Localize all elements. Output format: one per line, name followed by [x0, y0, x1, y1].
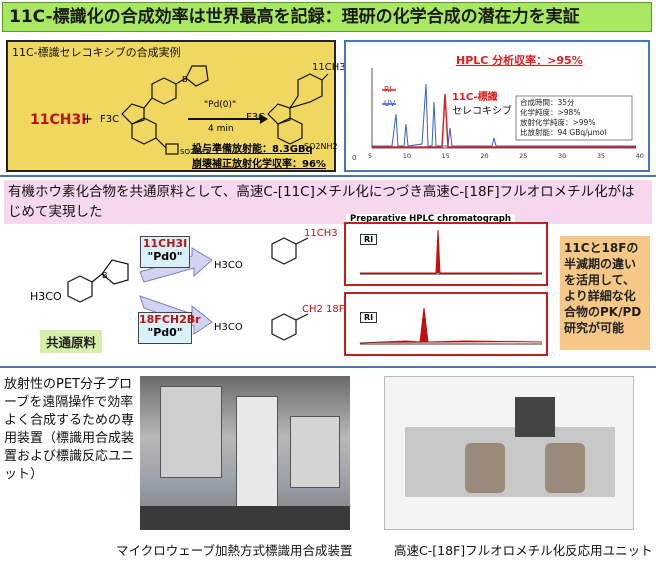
- reagent-methyl-iodide: 11CH3I: [142, 237, 188, 250]
- x-tick: 25: [519, 152, 528, 160]
- x-tick: 30: [558, 152, 567, 160]
- section2-header-text: 有機ホウ素化合物を共通原料として、高速C-[11C]メチル化につづき高速C-[1…: [8, 184, 635, 220]
- sulfonamide-right: SO2NH2: [304, 142, 338, 151]
- common-material-h3co: H3CO: [30, 290, 62, 303]
- divider-2: [0, 366, 656, 368]
- caption-fluoromethylation-unit: 高速C-[18F]フルオロメチル化反応用ユニット: [394, 543, 653, 558]
- chromatograph-title: Preparative HPLC chromatograph: [346, 214, 515, 224]
- synthesis-info: 合成時間：35分 化学純度：>98% 放射化学純度：>99% 比放射能：94 G…: [520, 98, 606, 138]
- reagent-box-fluoromethyl: 18FCH2Br "Pd0": [138, 312, 201, 344]
- plus-sign: +: [82, 112, 93, 127]
- info-radiochemical-purity: 放射化学純度：>99%: [520, 118, 596, 127]
- side-note-text: 11Cと18Fの半減期の違いを活用して、より詳細な化合物のPK/PD研究が可能: [564, 241, 642, 335]
- synthesis-example-panel: 11C-標識セレコキシブの合成実例 11CH3I + F3C B SO2NH2 …: [6, 40, 346, 172]
- page-title: 11C-標識化の合成効率は世界最高を記録：理研の化学合成の潜在力を実証: [9, 7, 580, 27]
- photo-column: [236, 396, 278, 508]
- legend-uv: UV: [384, 99, 396, 108]
- boron-label: B: [182, 75, 188, 84]
- microwave-synthesizer-photo: [140, 376, 350, 530]
- chromatogram-top: [360, 229, 542, 275]
- reagent-pd-bottom: "Pd0": [147, 326, 183, 339]
- cf3-label-left: F3C: [100, 114, 120, 125]
- product-methyl-structure: [271, 237, 309, 265]
- reagent-box-methyl: 11CH3I "Pd0": [140, 236, 190, 268]
- product-bottom-h3co: H3CO: [214, 322, 243, 333]
- methyl-iodide-reagent: 11CH3I: [30, 112, 87, 128]
- chromatogram-top-panel: RI: [344, 222, 548, 286]
- reagent-fluoromethyl-bromide: 18FCH2Br: [139, 313, 201, 326]
- peak-label-line1: 11C-標識: [452, 92, 498, 103]
- reagent-pd-top: "Pd0": [147, 250, 183, 263]
- uv-trace: [372, 83, 636, 147]
- hplc-chromatogram: 0: [352, 68, 636, 162]
- hplc-analysis-panel: HPLC 分析収率：>95% 0 RI UV 11C-標識 セレコキシブ 合成時…: [344, 40, 650, 172]
- x-tick: 10: [402, 152, 411, 160]
- info-chemical-purity: 化学純度：>98%: [520, 108, 581, 117]
- dose-activity: 投与準備放射能：8.3GBq: [192, 144, 313, 155]
- x-tick: 35: [596, 152, 606, 160]
- arrow-label-time: 4 min: [208, 124, 234, 134]
- info-specific-activity: 比放射能：94 GBq/μmol: [520, 128, 607, 137]
- product-bottom-group: CH2 18F: [302, 304, 345, 315]
- boronate-reactant-structure: B SO2NH2: [121, 65, 209, 156]
- divider-1: [0, 175, 656, 177]
- product-methyl-label: 11CH3: [312, 62, 346, 73]
- side-note-box: 11Cと18Fの半減期の違いを活用して、より詳細な化合物のPK/PD研究が可能: [560, 236, 650, 350]
- peak-label-line2: セレコキシブ: [452, 106, 512, 117]
- product-fluoromethyl-structure: [271, 313, 309, 341]
- radiochemical-yield: 崩壊補正放射化学収率：96%: [192, 159, 326, 170]
- sulfonamide-left: SO2NH2: [180, 148, 209, 156]
- chromatogram-top-ri: RI: [360, 234, 378, 245]
- caption-microwave-synthesizer: マイクロウェーブ加熱方式標識用合成装置: [116, 543, 353, 558]
- title-bar: 11C-標識化の合成効率は世界最高を記録：理研の化学合成の潜在力を実証: [2, 2, 652, 32]
- x-tick: 5: [368, 152, 373, 160]
- product-top-h3co: H3CO: [214, 260, 243, 271]
- x-tick: 20: [480, 152, 489, 160]
- x-tick: 15: [441, 152, 450, 160]
- x-tick-0: 0: [352, 154, 356, 162]
- chromatogram-bottom-panel: RI: [344, 292, 548, 356]
- x-tick: 40: [635, 152, 644, 160]
- reaction-arrow: [188, 118, 262, 120]
- svg-text:B: B: [102, 271, 108, 280]
- chromatogram-top-peak: [360, 229, 542, 274]
- legend-ri: RI: [384, 85, 392, 94]
- hplc-x-axis-ticks: 5 10 15 20 25 30 35 40: [368, 152, 644, 160]
- synthesis-info-box: [515, 95, 633, 141]
- photo-valves: [515, 397, 555, 437]
- reaction-arrow-head: [260, 114, 268, 124]
- common-material-structure: B: [67, 259, 129, 303]
- chromatogram-bottom: [359, 307, 543, 345]
- hplc-yield-label: HPLC 分析収率：>95%: [456, 54, 583, 67]
- product-top-group: 11CH3: [304, 228, 338, 239]
- photo-base: [140, 506, 350, 530]
- fluoromethylation-unit-photo: [384, 376, 634, 530]
- info-synthesis-time: 合成時間：35分: [520, 98, 575, 107]
- common-material-label: 共通原料: [40, 330, 103, 353]
- cf3-label-right: F3C: [246, 112, 266, 123]
- photo-reactor-1: [465, 443, 505, 493]
- photo-panel-left: [160, 386, 222, 478]
- section2-header: 有機ホウ素化合物を共通原料として、高速C-[11C]メチル化につづき高速C-[1…: [4, 180, 652, 224]
- photo-reactor-2: [545, 443, 585, 493]
- pet-description-text: 放射性のPET分子プローブを遠隔操作で効率よく合成するための専用装置（標識用合成…: [4, 377, 135, 482]
- chromatogram-bottom-ri: RI: [360, 312, 378, 323]
- chromatogram-bottom-peak: [359, 307, 543, 344]
- pet-apparatus-description: 放射性のPET分子プローブを遠隔操作で効率よく合成するための専用装置（標識用合成…: [4, 376, 134, 484]
- synthesis-heading: 11C-標識セレコキシブの合成実例: [12, 46, 181, 59]
- photo-panel-right: [290, 416, 340, 488]
- ri-trace: [372, 93, 636, 148]
- product-structure: [267, 73, 329, 145]
- arrow-label-catalyst: "Pd(0)": [204, 100, 237, 110]
